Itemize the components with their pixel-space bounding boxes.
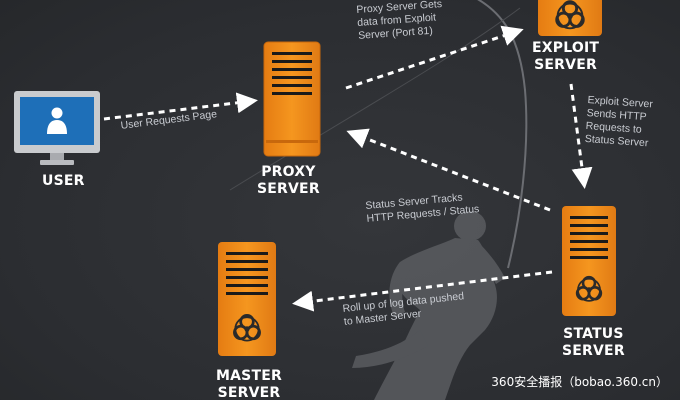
master-server-label: MASTER SERVER xyxy=(216,368,282,400)
status-label-line2: SERVER xyxy=(562,343,625,359)
caption-proxy-gets-data: Proxy Server Gets data from Exploit Serv… xyxy=(356,0,444,43)
master-label-line1: MASTER xyxy=(216,368,282,384)
user-label-line1: USER xyxy=(42,173,85,189)
status-server-label: STATUS SERVER xyxy=(562,326,625,360)
caption-exploit-sends-requests: Exploit Server Sends HTTP Requests to St… xyxy=(584,94,653,150)
arrow-status-to-master xyxy=(292,270,553,312)
fishing-line-thin xyxy=(229,7,521,191)
master-label-line2: SERVER xyxy=(217,385,281,400)
exploit-server-icon xyxy=(538,0,602,36)
user-monitor-icon xyxy=(14,91,100,165)
exploit-label-line1: EXPLOIT xyxy=(532,40,600,56)
arrow-proxy-to-exploit xyxy=(345,25,524,90)
fisherman-silhouette xyxy=(352,211,505,400)
watermark-text: 360安全播报（bobao.360.cn） xyxy=(491,375,668,389)
person-icon xyxy=(47,107,67,134)
arrow-status-to-proxy xyxy=(346,128,551,212)
status-server-icon xyxy=(562,206,616,316)
status-label-line1: STATUS xyxy=(563,326,624,342)
proxy-server-label: PROXY SERVER xyxy=(257,164,320,198)
master-server-icon xyxy=(218,242,276,356)
proxy-server-icon xyxy=(263,41,321,157)
proxy-label-line1: PROXY xyxy=(261,164,316,180)
fishing-line xyxy=(477,0,528,269)
exploit-server-label: EXPLOIT SERVER xyxy=(532,40,599,74)
exploit-label-line2: SERVER xyxy=(534,57,597,73)
arrow-user-to-proxy xyxy=(103,92,258,121)
arrow-exploit-to-status xyxy=(569,83,593,189)
user-label: USER xyxy=(42,173,85,190)
proxy-label-line2: SERVER xyxy=(257,181,320,197)
